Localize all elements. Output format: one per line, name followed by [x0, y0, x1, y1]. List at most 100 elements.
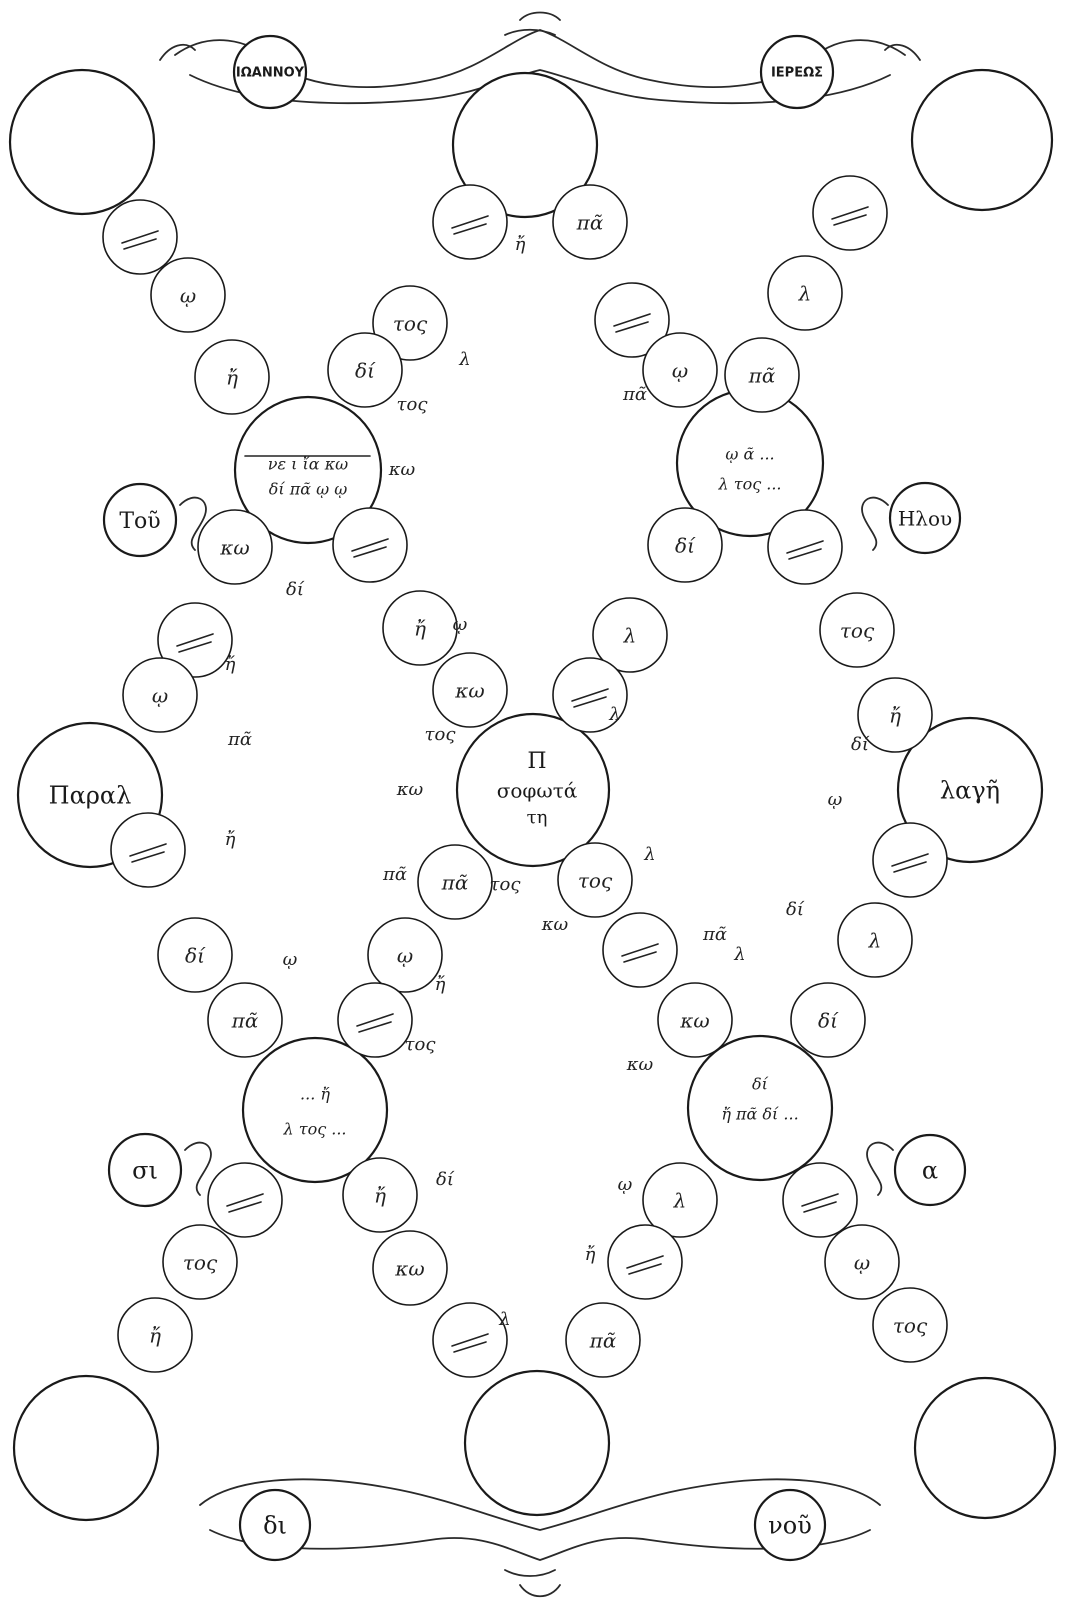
- chain-circle: [367, 917, 443, 993]
- label-left-upper: Τοῦ: [119, 509, 160, 534]
- loose-mark: κω: [626, 1054, 654, 1075]
- neume-sign: πᾶ: [748, 364, 776, 388]
- loose-mark: λ: [498, 1309, 510, 1330]
- neume-sign: κω: [219, 536, 249, 560]
- banner-circle-right: [759, 34, 835, 110]
- label-right-lower: α: [922, 1157, 938, 1185]
- neume-text: λ: [673, 1189, 687, 1213]
- neume-sign: [626, 1255, 664, 1275]
- chain-circle: [642, 332, 718, 408]
- banner-label-right: ΙΕΡΕΩΣ: [771, 66, 823, 81]
- neume-sign: [451, 1333, 489, 1353]
- neume-sign: [356, 1013, 394, 1033]
- ornament-right-upper: [861, 496, 889, 551]
- neume-text: ἤ: [149, 1324, 161, 1348]
- bottom-banner-circle-left: [238, 1488, 312, 1562]
- chain-circle: [857, 677, 933, 753]
- hub-upper-left-line1: νε ι ἴα κω: [268, 455, 348, 474]
- loose-mark: ἤ: [435, 974, 446, 995]
- neume-sign: πᾶ: [576, 211, 604, 235]
- neume-sign: λ: [623, 624, 637, 648]
- chain-circle: [382, 590, 458, 666]
- chain-circle: [819, 592, 895, 668]
- label-circle-right-upper: [888, 481, 962, 555]
- neume-sign: [129, 843, 167, 863]
- neume-text: ἤ: [374, 1184, 386, 1208]
- neume-text: κω: [679, 1009, 709, 1033]
- chain-circle: [642, 1162, 718, 1238]
- neume-sign: δί: [185, 944, 206, 968]
- neume-sign: τος: [393, 312, 428, 336]
- side-circle-right: [896, 716, 1044, 864]
- loose-mark: δί: [286, 579, 305, 600]
- neume-text: δί: [355, 359, 376, 383]
- neume-text: κω: [219, 536, 249, 560]
- chain-circle: [872, 1287, 948, 1363]
- loose-mark: λ: [608, 704, 620, 725]
- neume-sign: ῳ: [152, 684, 168, 708]
- loose-mark: δί: [436, 1169, 455, 1190]
- loose-mark: ἤ: [225, 654, 236, 675]
- neume-sign: λ: [673, 1189, 687, 1213]
- bottom-banner-label-left: δι: [263, 1512, 287, 1540]
- neume-sign: ῳ: [397, 944, 413, 968]
- label-circle-left-upper: [102, 482, 178, 558]
- neume-sign: ῳ: [854, 1251, 870, 1275]
- label-left-lower: σι: [132, 1157, 158, 1185]
- neume-sign: πᾶ: [441, 871, 469, 895]
- hub-lower-left-line1: ... ἤ: [300, 1085, 330, 1104]
- chain-circle: [372, 1230, 448, 1306]
- neume-sign: κω: [454, 679, 484, 703]
- loose-mark: κω: [388, 459, 416, 480]
- neume-sign: [831, 206, 869, 226]
- loose-mark: ἤ: [515, 234, 526, 255]
- ornament-left-upper: [179, 496, 207, 551]
- neume-sign: [121, 230, 159, 250]
- chain-circle: [767, 255, 843, 331]
- neume-text: πᾶ: [589, 1329, 617, 1353]
- loose-mark: δί: [851, 734, 870, 755]
- loose-mark: ῳ: [453, 614, 468, 635]
- loose-mark: τος: [490, 874, 522, 895]
- side-label-right: λαγῆ: [940, 777, 1000, 805]
- corner-circle-bottom-left: [12, 1374, 160, 1522]
- loose-mark: ῳ: [283, 949, 298, 970]
- chain-circle: [432, 652, 508, 728]
- neume-sign: δί: [675, 534, 696, 558]
- neume-sign: [786, 540, 824, 560]
- neume-text: πᾶ: [441, 871, 469, 895]
- chain-circle: [117, 1297, 193, 1373]
- neume-text: δί: [818, 1009, 839, 1033]
- neume-text: κω: [454, 679, 484, 703]
- chain-circle: [327, 332, 403, 408]
- label-right-upper: Ηλου: [898, 507, 952, 531]
- neume-sign: τος: [183, 1251, 218, 1275]
- neume-sign: [891, 853, 929, 873]
- neume-sign: ἤ: [149, 1324, 161, 1348]
- neume-sign: κω: [394, 1257, 424, 1281]
- chain-circle: [724, 337, 800, 413]
- neume-text: ῳ: [672, 359, 688, 383]
- neume-sign: [613, 313, 651, 333]
- neume-sign: [226, 1193, 264, 1213]
- chain-circle: [565, 1302, 641, 1378]
- chain-circle: [647, 507, 723, 583]
- chain-circle: [824, 1224, 900, 1300]
- loose-mark: δί: [786, 899, 805, 920]
- neume-text: δί: [185, 944, 206, 968]
- neume-text: δί: [675, 534, 696, 558]
- chain-circle: [552, 184, 628, 260]
- corner-circle-bottom-center: [463, 1369, 611, 1517]
- corner-circle-top-left: [8, 68, 156, 216]
- loose-mark: κω: [541, 914, 569, 935]
- neume-sign: πᾶ: [589, 1329, 617, 1353]
- neume-text: ἤ: [889, 704, 901, 728]
- chain-circle: [657, 982, 733, 1058]
- center-line1: Π: [527, 749, 546, 774]
- neume-sign: [451, 215, 489, 235]
- neume-sign: δί: [818, 1009, 839, 1033]
- chain-circle: [157, 917, 233, 993]
- hub-upper-right-line1: ῳ ᾶ ...: [725, 445, 774, 464]
- neume-text: πᾶ: [231, 1009, 259, 1033]
